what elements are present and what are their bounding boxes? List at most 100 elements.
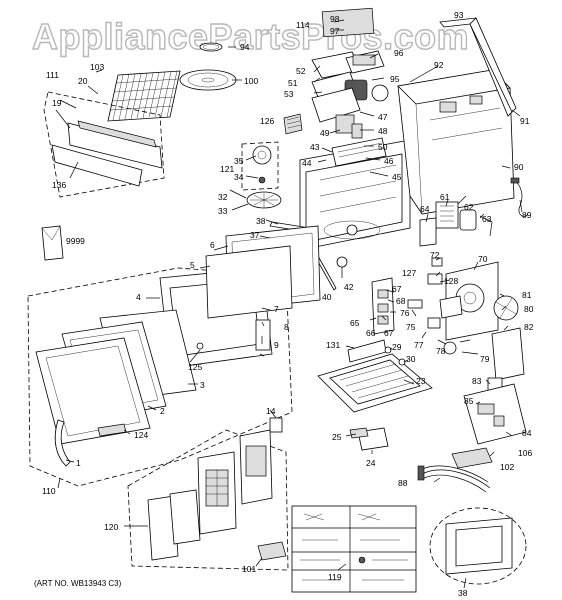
label-25: 25 [332, 432, 342, 442]
label-61: 61 [440, 192, 450, 202]
label-37: 37 [250, 230, 260, 240]
label-128: 128 [444, 276, 458, 286]
art-number: (ART NO. WB13943 C3) [34, 579, 122, 588]
label-75: 75 [406, 322, 416, 332]
label-42: 42 [344, 282, 354, 292]
label-114: 114 [296, 20, 310, 30]
label-62: 62 [464, 202, 474, 212]
capacitor-62 [459, 209, 477, 231]
door-latch-parts [196, 319, 271, 351]
label-79: 79 [480, 354, 490, 364]
mounting-instructions-card [41, 225, 64, 261]
label-81: 81 [522, 290, 532, 300]
label-44: 44 [302, 158, 312, 168]
label-120: 120 [104, 522, 118, 532]
label-9: 9 [274, 340, 279, 350]
label-48: 48 [378, 126, 388, 136]
label-43: 43 [310, 142, 320, 152]
label-32: 32 [218, 192, 228, 202]
label-1: 1 [76, 458, 81, 468]
label-103: 103 [90, 62, 104, 72]
bottom-plate-23 [317, 353, 433, 413]
stirrer-fan [246, 191, 282, 209]
label-119: 119 [328, 572, 342, 582]
label-20: 20 [78, 76, 88, 86]
diode-63 [479, 215, 493, 237]
label-63: 63 [482, 214, 492, 224]
label-110: 110 [42, 486, 56, 496]
label-14: 14 [266, 406, 276, 416]
base-bracket-84 [463, 383, 527, 445]
vent-damper-assembly [311, 50, 385, 79]
label-97: 97 [330, 26, 340, 36]
door-trim-124 [97, 423, 127, 437]
label-40: 40 [322, 292, 332, 302]
label-111: 111 [46, 70, 59, 80]
label-7: 7 [274, 304, 279, 314]
stirrer-motor-assembly [311, 71, 389, 139]
control-panel-120 [147, 489, 201, 561]
leader-lines [55, 19, 523, 589]
outer-case-90 [397, 69, 515, 215]
label-83: 83 [472, 376, 482, 386]
label-64: 64 [420, 204, 430, 214]
label-76: 76 [400, 308, 410, 318]
label-53: 53 [284, 89, 294, 99]
stirrer-blade-set [241, 141, 279, 191]
door-screen-5 [205, 245, 293, 319]
label-96: 96 [394, 48, 404, 58]
interlock-parts [407, 273, 457, 355]
lamp-cover-24-25 [349, 427, 389, 451]
label-23: 23 [416, 376, 426, 386]
label-38b: 38 [458, 588, 468, 598]
label-80: 80 [524, 304, 534, 314]
label-95: 95 [390, 74, 400, 84]
turntable-tray [179, 69, 237, 91]
label-8: 8 [284, 322, 289, 332]
label-88: 88 [398, 478, 408, 488]
screws-29-30 [384, 346, 406, 366]
label-5: 5 [190, 260, 195, 270]
part-labels: 94 100 103 111 20 19 136 9999 98 114 97 … [42, 10, 534, 598]
turntable-ring [199, 42, 223, 52]
label-33: 33 [218, 206, 228, 216]
label-136: 136 [52, 180, 66, 190]
label-4: 4 [136, 292, 141, 302]
label-131: 131 [326, 340, 340, 350]
oven-rack [107, 70, 181, 122]
label-121: 121 [220, 164, 234, 174]
label-19: 19 [52, 98, 62, 108]
label-70: 70 [478, 254, 488, 264]
label-126: 126 [260, 116, 274, 126]
charcoal-filter-38-inset [429, 507, 527, 585]
oven-cavity [299, 137, 411, 251]
label-77: 77 [414, 340, 424, 350]
label-47: 47 [378, 112, 388, 122]
label-65: 65 [350, 318, 360, 328]
watermark-text: AppliancePartsPros.com [32, 16, 469, 57]
label-78: 78 [436, 346, 446, 356]
bracket-64 [419, 217, 437, 247]
fan-blade-80 [493, 295, 519, 321]
control-assembly-outline [127, 429, 289, 571]
label-82: 82 [524, 322, 534, 332]
control-board-14 [269, 417, 283, 433]
label-106: 106 [518, 448, 532, 458]
label-127: 127 [402, 268, 416, 278]
label-100: 100 [244, 76, 258, 86]
label-50: 50 [378, 142, 388, 152]
label-3: 3 [200, 380, 205, 390]
door-handle-1 [54, 419, 71, 467]
grease-filter-126 [283, 113, 303, 135]
label-90: 90 [514, 162, 524, 172]
door-assembly-outline [27, 267, 293, 487]
label-102: 102 [500, 462, 514, 472]
label-68: 68 [396, 296, 406, 306]
filter-102 [451, 447, 493, 469]
door-outer-frame [35, 337, 151, 445]
label-24: 24 [366, 458, 376, 468]
label-2: 2 [160, 406, 165, 416]
feet-part-114 [321, 7, 375, 38]
door-switches [371, 277, 395, 335]
